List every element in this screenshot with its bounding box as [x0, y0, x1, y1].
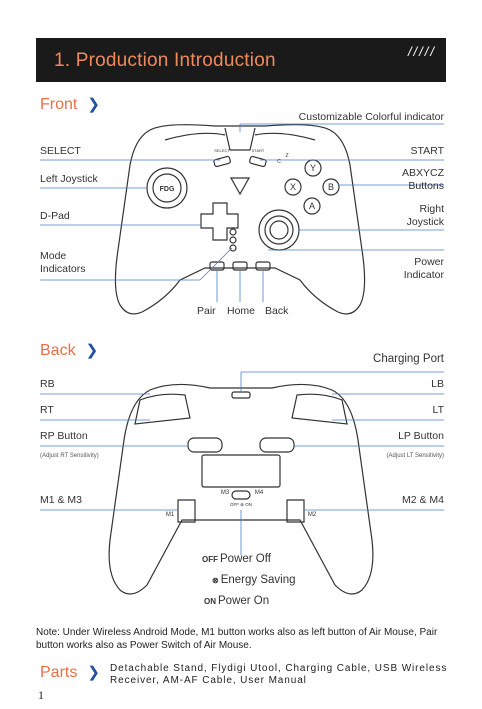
off-tag: OFF	[202, 555, 218, 564]
energy-saving-row: ⊗Energy Saving	[212, 574, 296, 586]
label-lb: LB	[431, 378, 444, 390]
rp-button	[187, 437, 223, 453]
on-tag: ON	[204, 597, 216, 606]
label-lp-adjust: (Adjust LT Sensitivity)	[386, 453, 444, 459]
m1-label: M1	[166, 512, 175, 518]
start-small-label: START	[252, 148, 265, 153]
label-select: SELECT	[40, 145, 81, 157]
page-number: 1	[38, 688, 44, 702]
parts-list: Detachable Stand, Flydigi Utool, Chargin…	[110, 663, 448, 686]
label-rp-adjust: (Adjust RT Sensitivity)	[40, 453, 99, 459]
lp-button	[259, 437, 295, 453]
back-controller-body	[108, 383, 374, 595]
button-a	[303, 197, 321, 215]
label-home: Home	[227, 305, 256, 317]
chevron-right-icon: ❯	[85, 342, 99, 359]
flydigi-logo	[229, 177, 251, 196]
decor-slashes: /////	[407, 44, 436, 59]
power-switch	[231, 490, 251, 500]
start-button	[249, 155, 267, 168]
section-front: Front❯	[40, 96, 100, 113]
label-rb: RB	[40, 378, 55, 390]
button-y-label: Y	[310, 163, 316, 173]
chevron-right-icon: ❯	[87, 664, 100, 681]
select-button	[213, 155, 231, 168]
section-parts: Parts❯	[40, 664, 100, 681]
label-pair: Pair	[197, 305, 216, 317]
switch-label: OFF ⊗ ON	[230, 502, 252, 507]
battery-window	[201, 454, 281, 488]
label-lp-button: LP Button	[398, 430, 444, 442]
energy-saving-icon: ⊗	[212, 576, 219, 585]
section-back: Back❯	[40, 342, 99, 359]
m3-label: M3	[221, 490, 230, 496]
m2-label: M2	[308, 512, 317, 518]
button-x-label: X	[290, 182, 296, 192]
d-pad	[200, 202, 239, 241]
button-a-label: A	[309, 201, 315, 211]
select-small-label: SELECT	[214, 148, 230, 153]
note-text: Note: Under Wireless Android Mode, M1 bu…	[36, 627, 438, 651]
label-back: Back	[265, 305, 289, 317]
header-banner: 1. Production Introduction /////	[36, 38, 446, 82]
label-charging-port: Charging Port	[373, 353, 444, 365]
label-start: START	[410, 145, 444, 157]
button-c-label: C	[277, 159, 281, 165]
m1-paddle	[177, 499, 196, 523]
charging-port	[231, 391, 251, 399]
logo-text: FDG	[160, 186, 175, 193]
chevron-right-icon: ❯	[87, 96, 100, 113]
m2-paddle	[286, 499, 305, 523]
label-dpad: D-Pad	[40, 210, 70, 222]
label-rt: RT	[40, 404, 54, 416]
button-x	[284, 178, 302, 196]
label-m2m4: M2 & M4	[401, 494, 444, 506]
label-lt: LT	[432, 404, 444, 416]
page-title: 1. Production Introduction	[54, 50, 276, 71]
home-button	[232, 261, 248, 271]
back-button	[255, 261, 271, 271]
label-m1m3: M1 & M3	[40, 494, 83, 506]
button-b-label: B	[328, 182, 334, 192]
button-z-label: Z	[285, 153, 288, 159]
label-left-joystick: Left Joystick	[40, 173, 98, 185]
label-indicator: Customizable Colorful indicator	[298, 111, 444, 123]
button-b	[322, 178, 340, 196]
label-rp-button: RP Button	[40, 430, 88, 442]
front-controller-body	[114, 124, 366, 315]
m4-label: M4	[255, 490, 264, 496]
